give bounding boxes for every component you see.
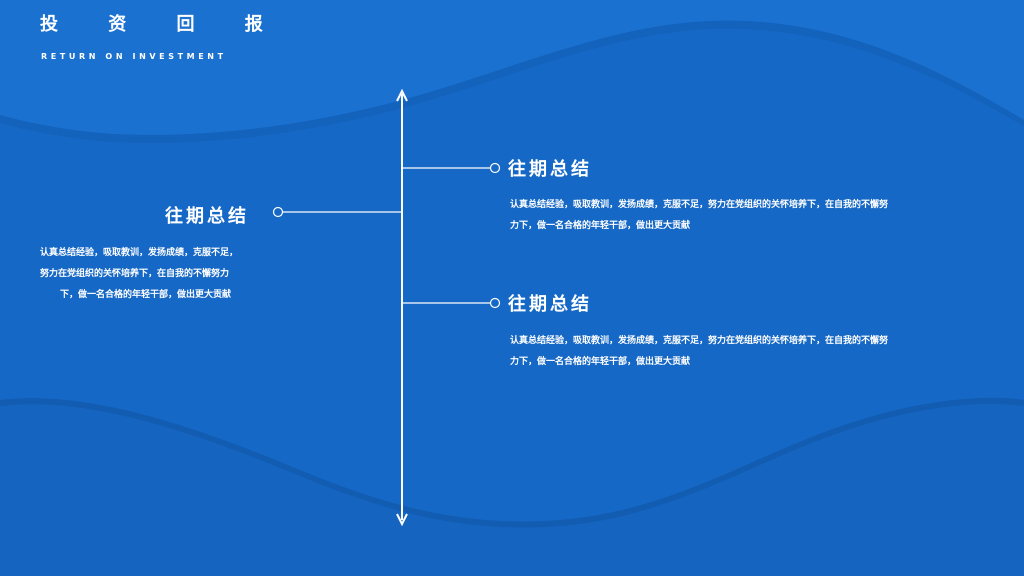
entry-title-left: 往期总结 bbox=[165, 206, 249, 227]
entry-body-line: 认真总结经验，吸取教训，发扬成绩，克服不足，努力在党组织的关怀培养下，在自我的不… bbox=[510, 200, 889, 210]
entry-body-line: 认真总结经验，吸取教训，发扬成绩，克服不足，努力在党组织的关怀培养下，在自我的不… bbox=[510, 336, 889, 346]
page-subtitle: RETURN ON INVESTMENT bbox=[41, 52, 227, 61]
bottom-wave bbox=[0, 397, 1024, 576]
entry-body-line: 力下，做一名合格的年轻干部，做出更大贡献 bbox=[510, 357, 691, 367]
top-wave bbox=[0, 0, 1024, 136]
node-left bbox=[272, 206, 284, 218]
entry-body-right-2: 认真总结经验，吸取教训，发扬成绩，克服不足，努力在党组织的关怀培养下，在自我的不… bbox=[510, 331, 970, 373]
timeline-arrow-bottom bbox=[396, 513, 408, 527]
entry-body-line: 努力在党组织的关怀培养下，在自我的不懈努力 bbox=[40, 269, 230, 279]
entry-title-right-2: 往期总结 bbox=[508, 294, 592, 315]
entry-body-line: 认真总结经验，吸取教训，发扬成绩，克服不足， bbox=[40, 248, 239, 258]
entry-title-right-1: 往期总结 bbox=[508, 159, 592, 180]
bottom-wave-shadow bbox=[0, 397, 1024, 528]
timeline-arrow-top bbox=[396, 88, 408, 102]
node-right-1 bbox=[489, 162, 501, 174]
entry-body-line: 下，做一名合格的年轻干部，做出更大贡献 bbox=[60, 290, 232, 300]
entry-body-right-1: 认真总结经验，吸取教训，发扬成绩，克服不足，努力在党组织的关怀培养下，在自我的不… bbox=[510, 195, 970, 237]
node-right-2 bbox=[489, 297, 501, 309]
entry-body-left: 认真总结经验，吸取教训，发扬成绩，克服不足， 努力在党组织的关怀培养下，在自我的… bbox=[40, 243, 280, 306]
page-title: 投 资 回 报 bbox=[40, 14, 285, 35]
entry-body-line: 力下，做一名合格的年轻干部，做出更大贡献 bbox=[510, 221, 691, 231]
